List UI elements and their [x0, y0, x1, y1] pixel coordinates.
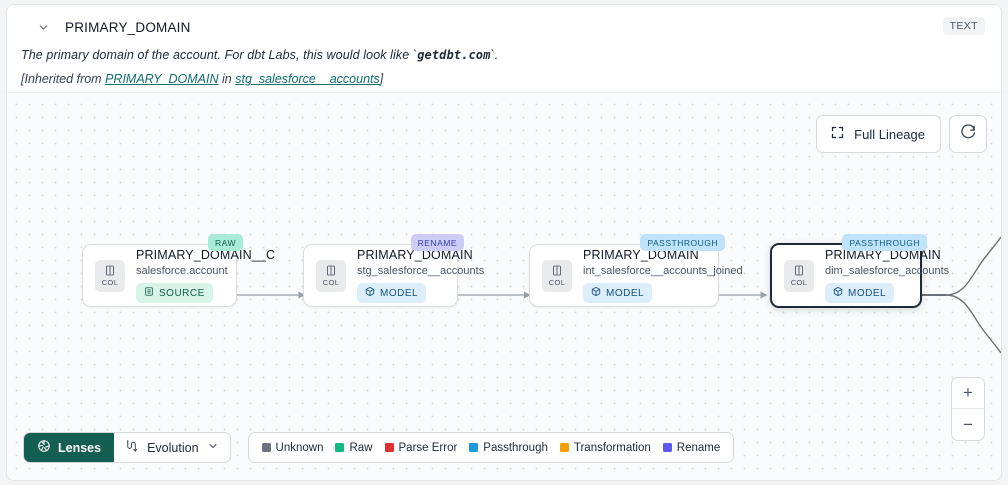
legend-label: Parse Error [398, 441, 458, 454]
legend-label: Transformation [573, 441, 651, 454]
node-tag: RAW [207, 234, 243, 251]
node-kind-label: MODEL [380, 287, 419, 299]
type-badge: TEXT [942, 17, 985, 35]
cube-icon [591, 286, 601, 300]
legend-item: Parse Error [384, 441, 458, 454]
node-subtitle: dim_salesforce_accounts [825, 265, 950, 277]
cube-icon [833, 286, 843, 300]
lenses-evolution-group: Lenses Evolution [23, 432, 231, 463]
node-inner: COL PRIMARY_DOMAIN dim_salesforce_accoun… [772, 245, 950, 306]
legend-item: Rename [662, 441, 721, 454]
lineage-panel: PRIMARY_DOMAIN TEXT The primary domain o… [6, 4, 1002, 481]
column-chip-label: COL [101, 278, 119, 287]
node-body: PRIMARY_DOMAIN int_salesforce__accounts_… [583, 248, 743, 303]
legend-item: Raw [335, 441, 373, 454]
node-title: PRIMARY_DOMAIN__C [136, 248, 276, 262]
inherited-model-link[interactable]: stg_salesforce__accounts [235, 72, 380, 86]
column-header: PRIMARY_DOMAIN TEXT The primary domain o… [7, 5, 1001, 93]
description-code: getdbt.com [417, 48, 491, 62]
legend-label: Passthrough [483, 441, 548, 454]
legend-swatch-unknown [261, 443, 271, 452]
node-tag: RENAME [410, 234, 464, 251]
inherited-from-line: [Inherited from PRIMARY_DOMAIN in stg_sa… [21, 72, 987, 86]
node-inner: COL PRIMARY_DOMAIN stg_salesforce__accou… [304, 245, 485, 306]
evolution-dropdown[interactable]: Evolution [114, 433, 230, 462]
full-lineage-button[interactable]: Full Lineage [816, 115, 941, 153]
node-kind-label: MODEL [606, 287, 645, 299]
lenses-button[interactable]: Lenses [24, 433, 115, 462]
node-title: PRIMARY_DOMAIN [357, 248, 473, 262]
column-chip-label: COL [548, 278, 566, 287]
column-chip-label: COL [322, 278, 340, 287]
node-tag: PASSTHROUGH [842, 234, 927, 251]
inherited-mid: in [218, 72, 236, 86]
legend-label: Unknown [275, 441, 324, 454]
legend-label: Rename [676, 441, 721, 454]
inherited-close: ] [379, 72, 384, 86]
column-chip-label: COL [790, 278, 808, 287]
node-title: PRIMARY_DOMAIN [825, 248, 941, 262]
lenses-label: Lenses [58, 440, 102, 455]
refresh-button[interactable] [949, 115, 987, 153]
zoom-controls: + − [951, 377, 985, 441]
lineage-node-selected[interactable]: PASSTHROUGH COL PRIMARY_DOMAIN dim_sales… [770, 234, 950, 308]
legend-label: Raw [349, 441, 373, 454]
evolution-icon [124, 439, 139, 457]
lineage-canvas[interactable]: Full Lineage RAW COL PRIMARY_DOMAIN__C s… [7, 93, 1001, 480]
chevron-down-icon [207, 440, 219, 455]
description-text: The primary domain of the account. For d… [21, 48, 418, 62]
node-inner: COL PRIMARY_DOMAIN int_salesforce__accou… [530, 245, 743, 306]
node-kind-badge: MODEL [583, 283, 653, 303]
header-title-row: PRIMARY_DOMAIN [21, 15, 987, 39]
column-icon: COL [95, 259, 125, 292]
node-kind-badge: MODEL [357, 283, 427, 303]
evolution-label: Evolution [147, 440, 199, 455]
zoom-in-button[interactable]: + [952, 378, 984, 409]
canvas-top-controls: Full Lineage [816, 115, 987, 153]
node-subtitle: int_salesforce__accounts_joined [583, 265, 743, 277]
legend-swatch-rename [662, 443, 672, 452]
node-body: PRIMARY_DOMAIN__C salesforce.account SOU… [136, 248, 276, 303]
lineage-legend: Unknown Raw Parse Error Passthrough Tran… [247, 432, 735, 463]
canvas-bottom-bar: Lenses Evolution Unknown [23, 432, 735, 463]
database-icon [144, 286, 154, 300]
zoom-out-button[interactable]: − [963, 414, 973, 434]
node-kind-badge: MODEL [825, 283, 895, 303]
legend-swatch-transformation [559, 443, 569, 452]
column-icon: COL [316, 259, 346, 292]
node-subtitle: salesforce.account [136, 265, 228, 277]
node-body: PRIMARY_DOMAIN dim_salesforce_accounts M… [825, 248, 950, 303]
node-kind-label: MODEL [848, 287, 887, 299]
node-kind-label: SOURCE [159, 287, 205, 299]
inherited-column-link[interactable]: PRIMARY_DOMAIN [105, 72, 219, 86]
node-title: PRIMARY_DOMAIN [583, 248, 699, 262]
lineage-node[interactable]: RENAME COL PRIMARY_DOMAIN stg_salesforce… [303, 234, 485, 307]
node-tag: PASSTHROUGH [640, 234, 725, 251]
column-description: The primary domain of the account. For d… [21, 48, 987, 62]
legend-item: Passthrough [469, 442, 548, 454]
node-inner: COL PRIMARY_DOMAIN__C salesforce.account… [83, 245, 276, 306]
page-title: PRIMARY_DOMAIN [65, 19, 191, 35]
legend-swatch-raw [335, 443, 345, 452]
full-lineage-label: Full Lineage [854, 126, 925, 142]
cube-icon [365, 286, 375, 300]
lineage-node[interactable]: RAW COL PRIMARY_DOMAIN__C salesforce.acc… [82, 234, 276, 307]
node-kind-badge: SOURCE [136, 283, 213, 303]
legend-item: Transformation [559, 441, 651, 454]
legend-item: Unknown [261, 441, 324, 454]
node-body: PRIMARY_DOMAIN stg_salesforce__accounts … [357, 248, 485, 303]
node-subtitle: stg_salesforce__accounts [357, 265, 485, 277]
refresh-icon [960, 123, 977, 145]
description-suffix: `. [490, 48, 499, 62]
lineage-edges [236, 236, 1001, 354]
legend-swatch-parse-error [384, 443, 394, 452]
expand-icon [830, 125, 845, 143]
legend-swatch-passthrough [469, 443, 479, 452]
inherited-prefix: [Inherited from [21, 72, 106, 86]
aperture-icon [37, 439, 51, 456]
column-icon: COL [542, 259, 572, 292]
column-icon: COL [784, 259, 814, 292]
chevron-down-icon[interactable] [35, 19, 51, 35]
lineage-node[interactable]: PASSTHROUGH COL PRIMARY_DOMAIN int_sales… [529, 234, 743, 307]
